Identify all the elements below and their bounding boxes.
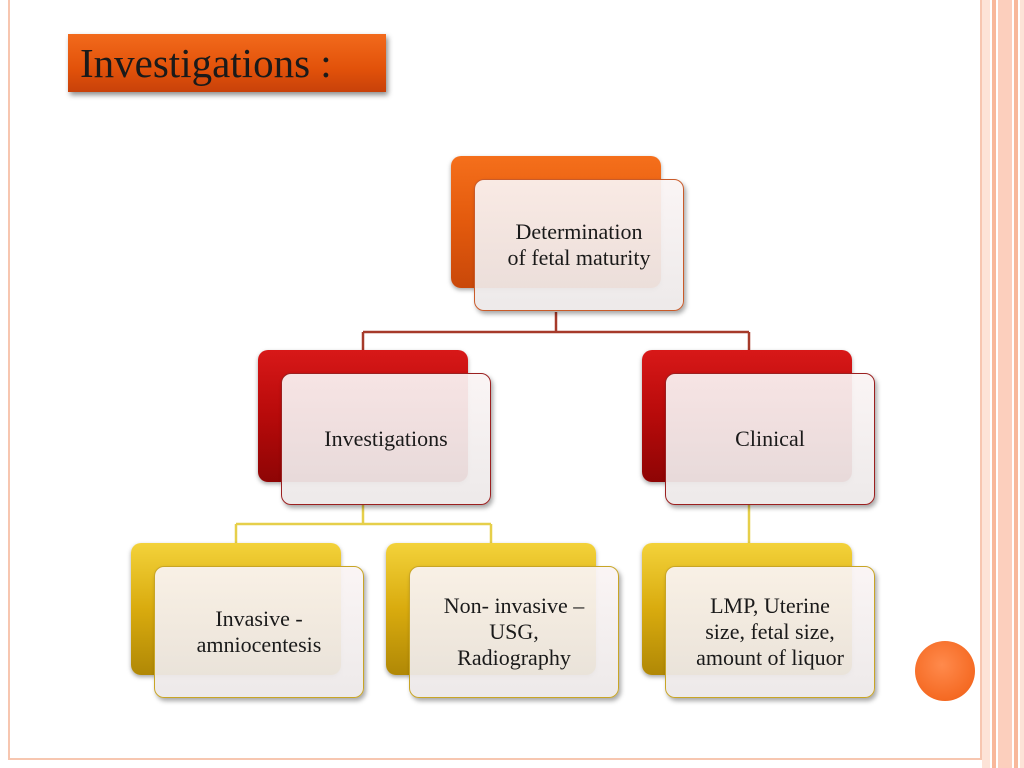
node-lmp-label: LMP, Uterine size, fetal size, amount of… — [696, 593, 844, 670]
slide-frame — [8, 0, 982, 760]
node-invasive-label: Invasive - amniocentesis — [196, 606, 322, 657]
node-clinical-front: Clinical — [665, 373, 875, 505]
node-clinical-label: Clinical — [735, 426, 805, 452]
node-invasive-front: Invasive - amniocentesis — [154, 566, 364, 698]
node-lmp-front: LMP, Uterine size, fetal size, amount of… — [665, 566, 875, 698]
decorative-stripes — [982, 0, 1024, 768]
investigations-connectors — [234, 505, 493, 545]
root-connectors — [361, 312, 751, 353]
slide-title: Investigations : — [80, 39, 332, 86]
node-investigations-front: Investigations — [281, 373, 491, 505]
node-noninvasive-front: Non- invasive – USG, Radiography — [409, 566, 619, 698]
node-noninvasive-label: Non- invasive – USG, Radiography — [443, 593, 585, 670]
decorative-circle — [915, 641, 975, 701]
slide-title-box: Investigations : — [68, 34, 386, 92]
node-root-label: Determination of fetal maturity — [507, 219, 651, 270]
node-root-front: Determination of fetal maturity — [474, 179, 684, 311]
node-investigations-label: Investigations — [324, 426, 448, 452]
